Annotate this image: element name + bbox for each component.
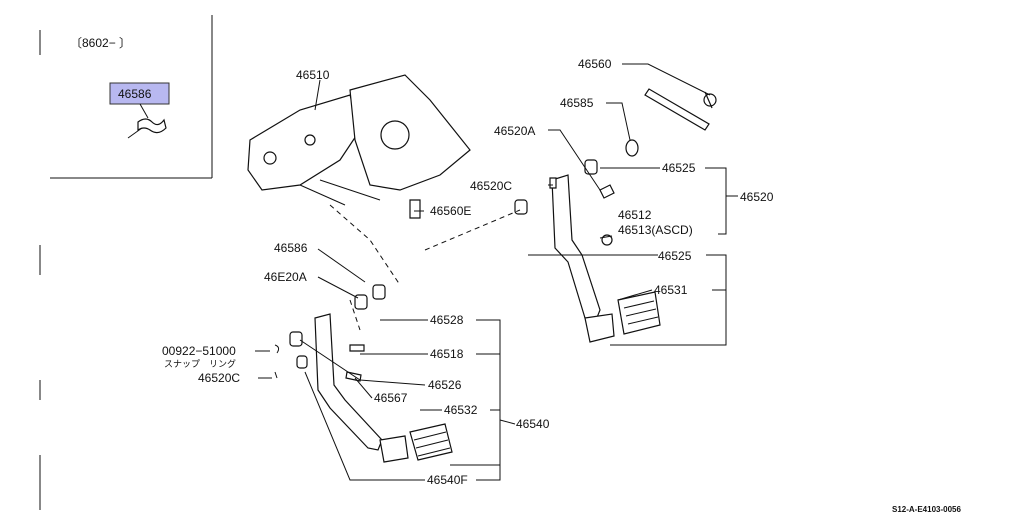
label-46567: 46567	[374, 391, 408, 405]
leader-lines	[255, 63, 738, 481]
label-46531: 46531	[654, 283, 688, 297]
label-46520c-top: 46520C	[470, 179, 512, 193]
label-46510: 46510	[296, 68, 330, 82]
spring-icon	[127, 118, 167, 139]
callout-labels: 46510 46560 46585 46520A 46525 46520C 46…	[162, 57, 774, 487]
inset-date-range: 〔8602− 〕	[70, 36, 131, 50]
diagram-reference-code: S12-A-E4103-0056	[892, 505, 961, 514]
pedal-pad-icon	[617, 291, 661, 335]
label-46540: 46540	[516, 417, 550, 431]
label-46560: 46560	[578, 57, 612, 71]
pin-icon	[274, 177, 615, 382]
inset-highlight-part[interactable]: 46586	[118, 87, 152, 101]
inset-box: 〔8602− 〕 46586	[50, 15, 213, 179]
label-46518: 46518	[430, 347, 464, 361]
label-46526: 46526	[428, 378, 462, 392]
label-46520c-bot: 46520C	[198, 371, 240, 385]
label-46520: 46520	[740, 190, 774, 204]
bolt-icon	[644, 88, 717, 131]
dashed-links	[329, 204, 521, 331]
bushing-icon	[289, 159, 598, 369]
label-00922-51000: 00922−51000	[162, 344, 236, 358]
label-46585: 46585	[560, 96, 594, 110]
label-snap-ring: スナップ リング	[164, 358, 236, 369]
pedal-bracket-icon	[247, 74, 471, 219]
label-46586: 46586	[274, 241, 308, 255]
label-46525-top: 46525	[662, 161, 696, 175]
label-46513: 46513(ASCD)	[618, 223, 693, 237]
clutch-pedal-icon	[551, 174, 661, 343]
label-46532: 46532	[444, 403, 478, 417]
label-46525-mid: 46525	[658, 249, 692, 263]
label-46e20a: 46E20A	[264, 270, 307, 284]
spring-icon	[625, 139, 639, 157]
brake-pedal-icon	[314, 313, 453, 463]
label-46560e: 46560E	[430, 204, 471, 218]
label-46512: 46512	[618, 208, 652, 222]
pedal-pad-icon	[409, 423, 453, 461]
label-46520a-top: 46520A	[494, 124, 535, 138]
label-46540f: 46540F	[427, 473, 468, 487]
highlight-box[interactable]	[109, 82, 170, 105]
label-46528: 46528	[430, 313, 464, 327]
